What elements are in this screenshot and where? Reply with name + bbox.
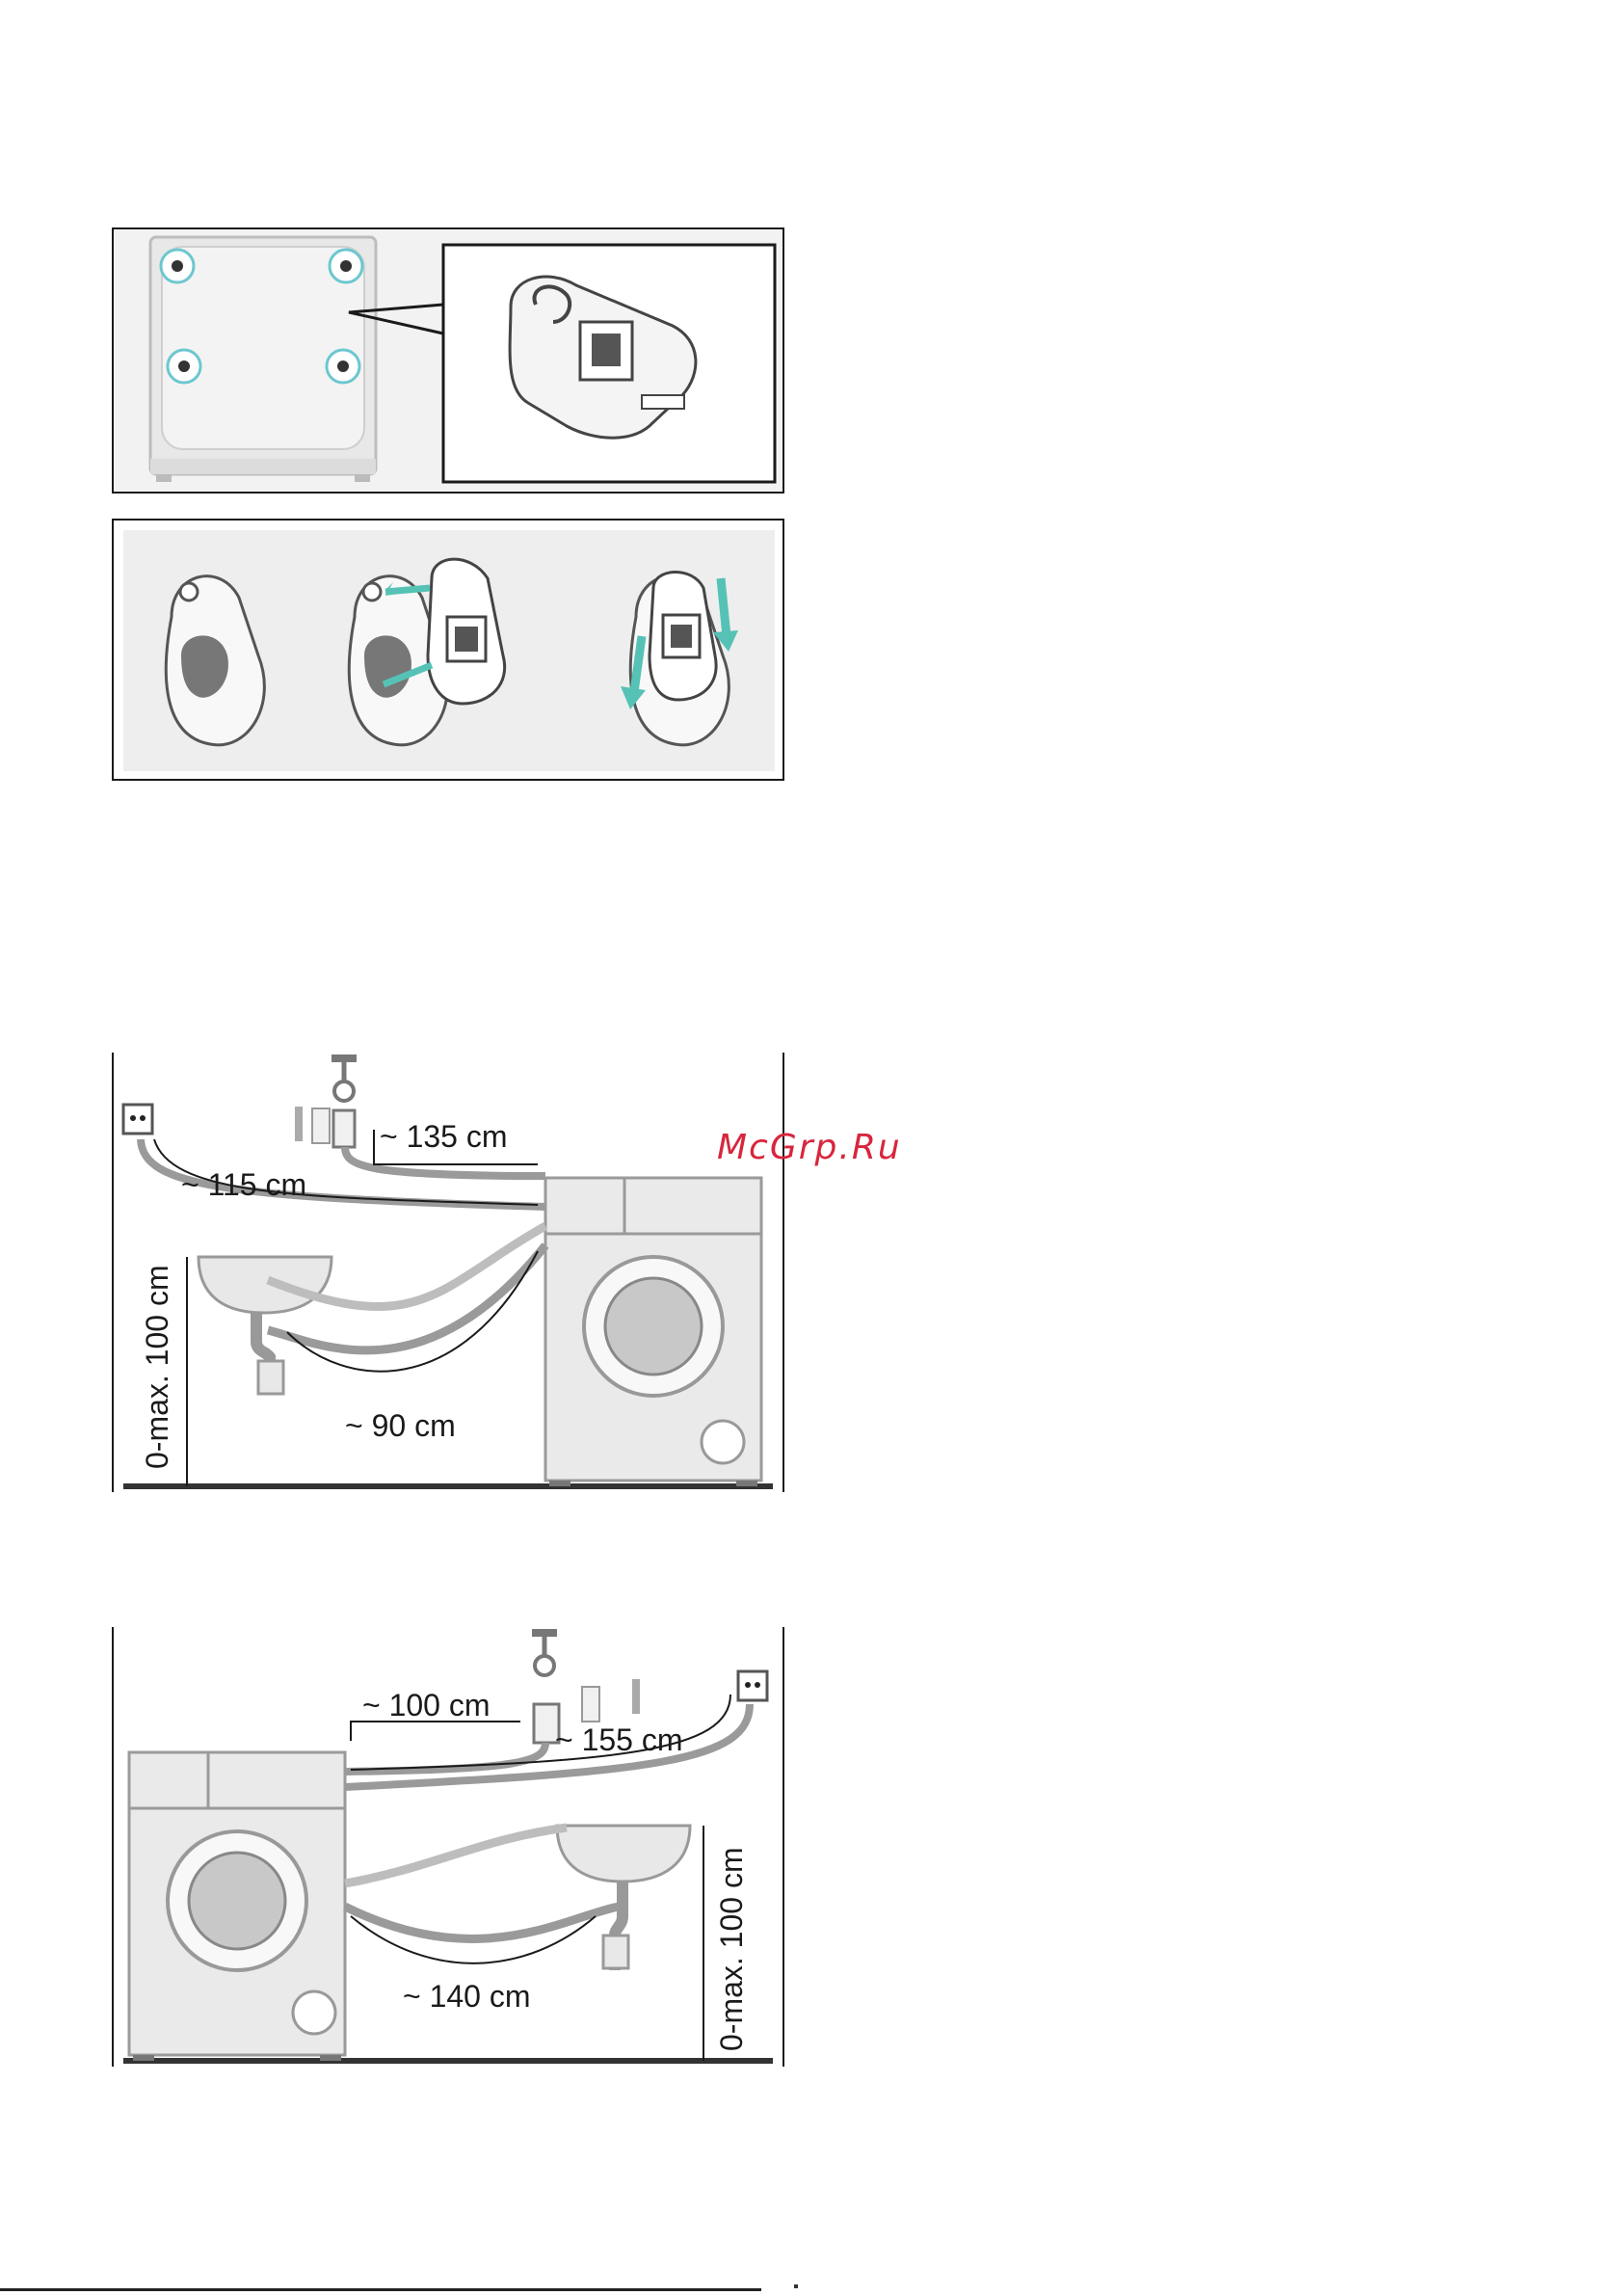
power-socket-icon bbox=[123, 1105, 152, 1134]
dim-power-cable-left: ~ 115 cm bbox=[181, 1167, 306, 1202]
caps-steps-figure bbox=[112, 519, 784, 781]
washing-machine-icon bbox=[129, 1752, 345, 2061]
hose-connectors-icon bbox=[295, 1107, 330, 1143]
sink-icon bbox=[199, 1257, 332, 1394]
dim-water-inlet-right: ~ 100 cm bbox=[362, 1688, 491, 1722]
caps-steps-drawing bbox=[114, 521, 782, 779]
dim-power-cable-right: ~ 155 cm bbox=[555, 1722, 683, 1757]
magnifier-callout-icon bbox=[443, 245, 775, 482]
dim-height-right: 0-max. 100 cm bbox=[714, 1847, 749, 2051]
washing-machine-icon bbox=[545, 1178, 761, 1486]
hose-connectors-icon bbox=[582, 1679, 640, 1722]
right-installation-diagram: ~ 100 cm ~ 155 cm ~ 140 cm 0-max. 100 cm bbox=[112, 1627, 784, 2067]
dim-height-left: 0-max. 100 cm bbox=[140, 1265, 174, 1469]
dim-drain-hose-left: ~ 90 cm bbox=[345, 1408, 456, 1443]
left-installation-drawing: ~ 135 cm ~ 115 cm ~ 90 cm 0-max. 100 cm bbox=[114, 1053, 782, 1492]
back-panel-figure bbox=[112, 227, 784, 494]
sink-icon bbox=[557, 1826, 690, 1970]
left-installation-diagram: ~ 135 cm ~ 115 cm ~ 90 cm 0-max. 100 cm bbox=[112, 1053, 784, 1492]
water-tap-icon bbox=[332, 1055, 357, 1147]
footer-divider bbox=[0, 2288, 761, 2291]
dim-drain-hose-right: ~ 140 cm bbox=[403, 1979, 531, 2014]
watermark: McGrp.Ru bbox=[717, 1128, 902, 1167]
power-socket-icon bbox=[738, 1671, 767, 1700]
back-panel-drawing bbox=[114, 229, 782, 492]
dim-water-inlet-left: ~ 135 cm bbox=[380, 1119, 508, 1154]
footer-mark bbox=[794, 2284, 798, 2288]
right-installation-drawing: ~ 100 cm ~ 155 cm ~ 140 cm 0-max. 100 cm bbox=[114, 1627, 782, 2067]
